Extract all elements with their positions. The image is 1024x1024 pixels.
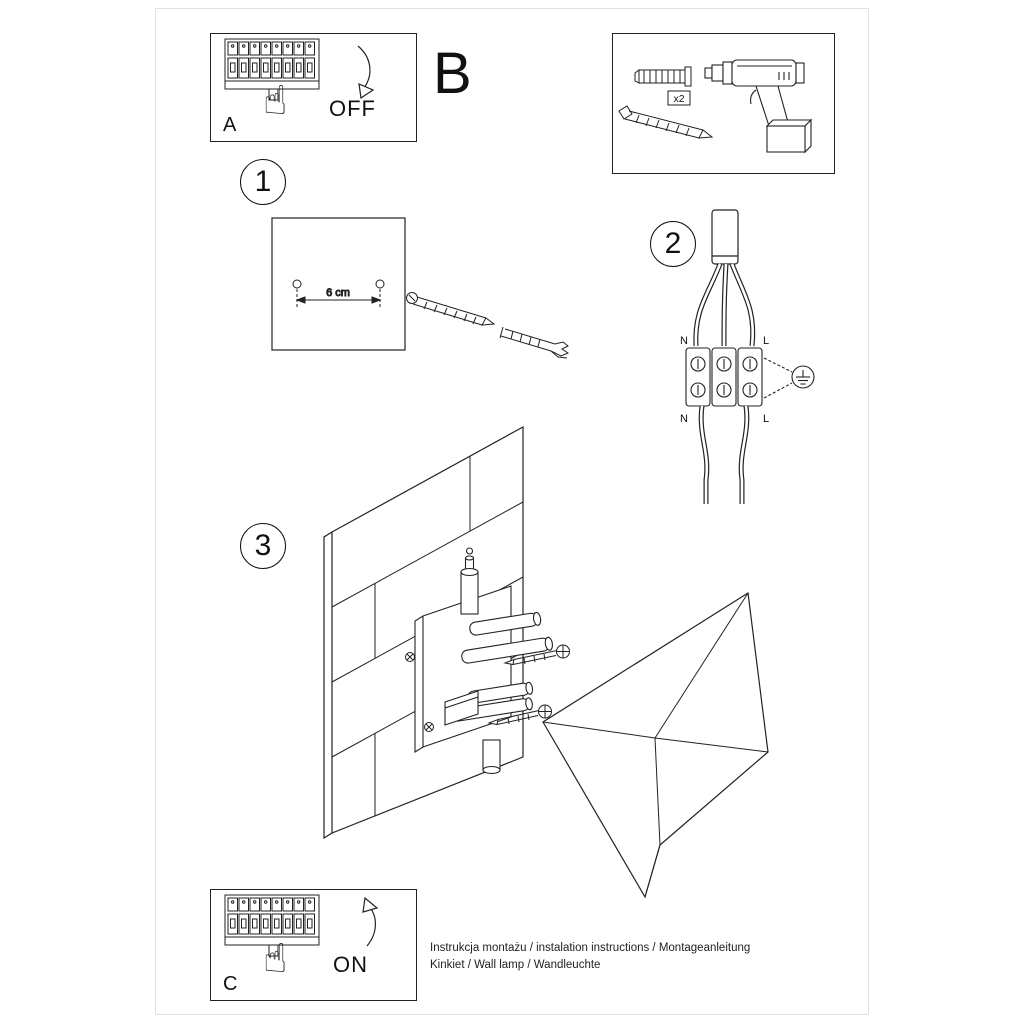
wall-plug-icon	[499, 326, 570, 359]
hand-icon: ☝	[263, 936, 288, 982]
wall-square	[271, 217, 406, 351]
screw-icon	[406, 292, 496, 326]
cable-icon	[711, 209, 739, 265]
panel-c-label: C	[223, 973, 238, 995]
power-on-text: ON	[333, 952, 368, 977]
lampshade	[542, 591, 769, 899]
section-b-label: B	[433, 41, 472, 106]
terminal-block	[685, 347, 763, 407]
lamp-wires	[698, 405, 750, 504]
wire-label-n-bottom: N	[680, 413, 688, 425]
plug-count-text: x2	[673, 93, 684, 105]
breaker-lever	[268, 944, 279, 957]
wiring-diagram: N L N L	[680, 209, 815, 504]
tools-panel: x2	[612, 33, 835, 174]
step-2-number: 2	[664, 227, 682, 260]
drill-icon	[704, 59, 813, 154]
dimension-line: 6 cm	[295, 287, 382, 308]
drilling-diagram: 6 cm	[271, 217, 570, 359]
step-3-badge: 3	[240, 523, 286, 569]
power-off-text: OFF	[329, 96, 376, 121]
step-2-badge: 2	[650, 221, 696, 267]
footer-line-1: Instrukcja montażu / instalation instruc…	[430, 942, 751, 954]
power-on-illustration	[224, 894, 379, 957]
ground-symbol	[763, 357, 815, 399]
wire-label-l-top: L	[763, 335, 769, 347]
wall-plug-icon	[634, 66, 692, 87]
mounting-diagram	[323, 425, 769, 899]
power-on-panel: ☝ C ON	[210, 889, 417, 1001]
step-1-number: 1	[254, 165, 272, 198]
supply-wires	[693, 263, 756, 347]
footer: Instrukcja montażu / instalation instruc…	[430, 940, 750, 974]
footer-line-2: Kinkiet / Wall lamp / Wandleuchte	[430, 959, 601, 971]
wire-label-n-top: N	[680, 335, 688, 347]
power-off-illustration	[224, 38, 375, 101]
arrow-down-icon	[357, 45, 375, 100]
drill-holes	[292, 279, 385, 289]
arrow-up-icon	[362, 896, 379, 947]
plug-count-badge: x2	[667, 90, 691, 106]
breaker-box-icon	[224, 38, 320, 101]
hole-distance-text: 6 cm	[326, 287, 350, 299]
hand-icon: ☝	[263, 78, 288, 124]
breaker-lever	[268, 88, 279, 101]
mounting-screws	[405, 644, 570, 732]
breaker-box-icon	[224, 894, 320, 957]
tools-illustration: x2	[618, 59, 813, 154]
step-1-badge: 1	[240, 159, 286, 205]
step-3-number: 3	[254, 529, 272, 562]
panel-a-label: A	[223, 114, 237, 136]
screw-icon	[618, 105, 714, 139]
power-off-panel: ☝ A OFF	[210, 33, 417, 142]
wire-label-l-bottom: L	[763, 413, 769, 425]
